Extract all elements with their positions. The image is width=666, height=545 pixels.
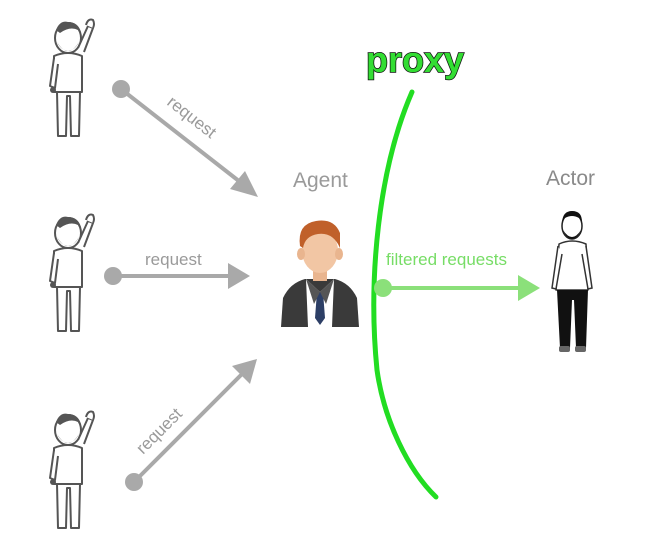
filtered-requests-label: filtered requests <box>386 250 507 269</box>
request-label-middle: request <box>145 250 202 269</box>
agent-label: Agent <box>293 169 348 192</box>
request-arrow-top <box>112 80 258 197</box>
request-arrow-bottom <box>125 359 257 491</box>
requester-person-icon-middle <box>49 213 95 332</box>
requester-person-icon-top <box>49 18 95 137</box>
actor-standing-man-icon <box>551 211 593 352</box>
agent-businessman-icon <box>281 220 359 327</box>
actor-label: Actor <box>546 167 595 190</box>
request-label-bottom: request <box>132 404 186 458</box>
proxy-label: proxy <box>366 39 464 80</box>
filtered-requests-arrow <box>374 275 540 301</box>
request-arrow-middle <box>104 263 250 289</box>
request-label-top: request <box>164 92 221 142</box>
requester-person-icon-bottom <box>49 410 95 529</box>
proxy-boundary-line <box>371 89 439 500</box>
